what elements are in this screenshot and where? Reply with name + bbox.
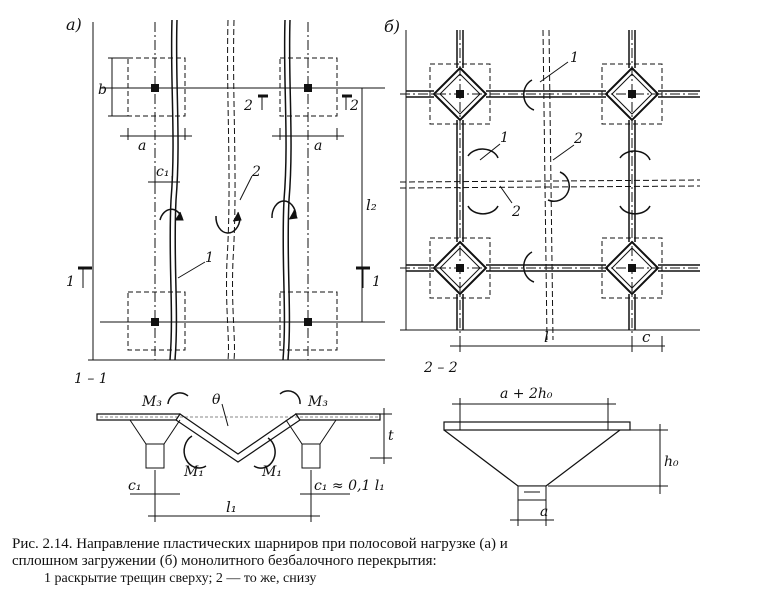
section-mark-1-left: 1 bbox=[66, 274, 75, 290]
panel-b-plan bbox=[399, 29, 701, 352]
dim-a-left: a bbox=[138, 138, 146, 154]
section-1-1 bbox=[96, 390, 392, 522]
dim-t: t bbox=[388, 428, 394, 444]
dim-h0: h₀ bbox=[664, 454, 679, 470]
moment-m3-left: M₃ bbox=[141, 394, 162, 410]
caption-line-1: Рис. 2.14. Направление пластических шарн… bbox=[12, 536, 508, 552]
panel-a-label: а) bbox=[66, 15, 82, 34]
section-mark-2-left: 2 bbox=[243, 98, 253, 114]
dim-a-2h0: a + 2h₀ bbox=[500, 386, 553, 402]
section-2-2 bbox=[443, 398, 668, 526]
callout-2-a: 2 bbox=[251, 164, 261, 180]
dim-c1-eq: c₁ ≈ 0,1 l₁ bbox=[314, 478, 385, 494]
moment-m3-right: M₃ bbox=[307, 394, 328, 410]
section-mark-1-right: 1 bbox=[372, 274, 381, 290]
dim-l2: l₂ bbox=[366, 196, 377, 214]
figure-caption: Рис. 2.14. Направление пластических шарн… bbox=[12, 536, 764, 587]
dim-c1-section: c₁ bbox=[128, 478, 141, 494]
dim-a-bottom: a bbox=[540, 504, 548, 520]
callout-1-b-left: 1 bbox=[500, 130, 509, 146]
panel-a-plan bbox=[78, 19, 385, 361]
moment-m1-right: M₁ bbox=[261, 464, 282, 480]
dim-c1: c₁ bbox=[156, 164, 169, 180]
dim-l: l bbox=[544, 328, 549, 346]
panel-b-label: б) bbox=[384, 17, 400, 36]
angle-theta: θ bbox=[212, 392, 221, 408]
section-mark-2-right: 2 bbox=[349, 98, 359, 114]
dim-l1: l₁ bbox=[226, 498, 237, 516]
dim-b: b bbox=[98, 82, 107, 98]
section-1-1-label: 1 – 1 bbox=[74, 371, 108, 387]
callout-1-b-top: 1 bbox=[570, 50, 579, 66]
caption-line-2: сплошном загружении (б) монолитного безб… bbox=[12, 553, 437, 569]
callout-2-b-top: 2 bbox=[573, 131, 583, 147]
callout-1-a: 1 bbox=[205, 250, 214, 266]
diagram-labels: а) б) 1 – 1 2 – 2 b a a c₁ l₂ 2 2 1 1 1 … bbox=[66, 15, 679, 520]
caption-legend: 1 раскрытие трещин сверху; 2 — то же, сн… bbox=[44, 571, 317, 586]
slab-hinge-diagram: а) б) 1 – 1 2 – 2 b a a c₁ l₂ 2 2 1 1 1 … bbox=[66, 15, 701, 526]
dim-a-right: a bbox=[314, 138, 322, 154]
section-2-2-label: 2 – 2 bbox=[423, 360, 458, 376]
callout-2-b-left: 2 bbox=[511, 204, 521, 220]
dim-c: c bbox=[642, 328, 651, 346]
moment-m1-left: M₁ bbox=[183, 464, 204, 480]
